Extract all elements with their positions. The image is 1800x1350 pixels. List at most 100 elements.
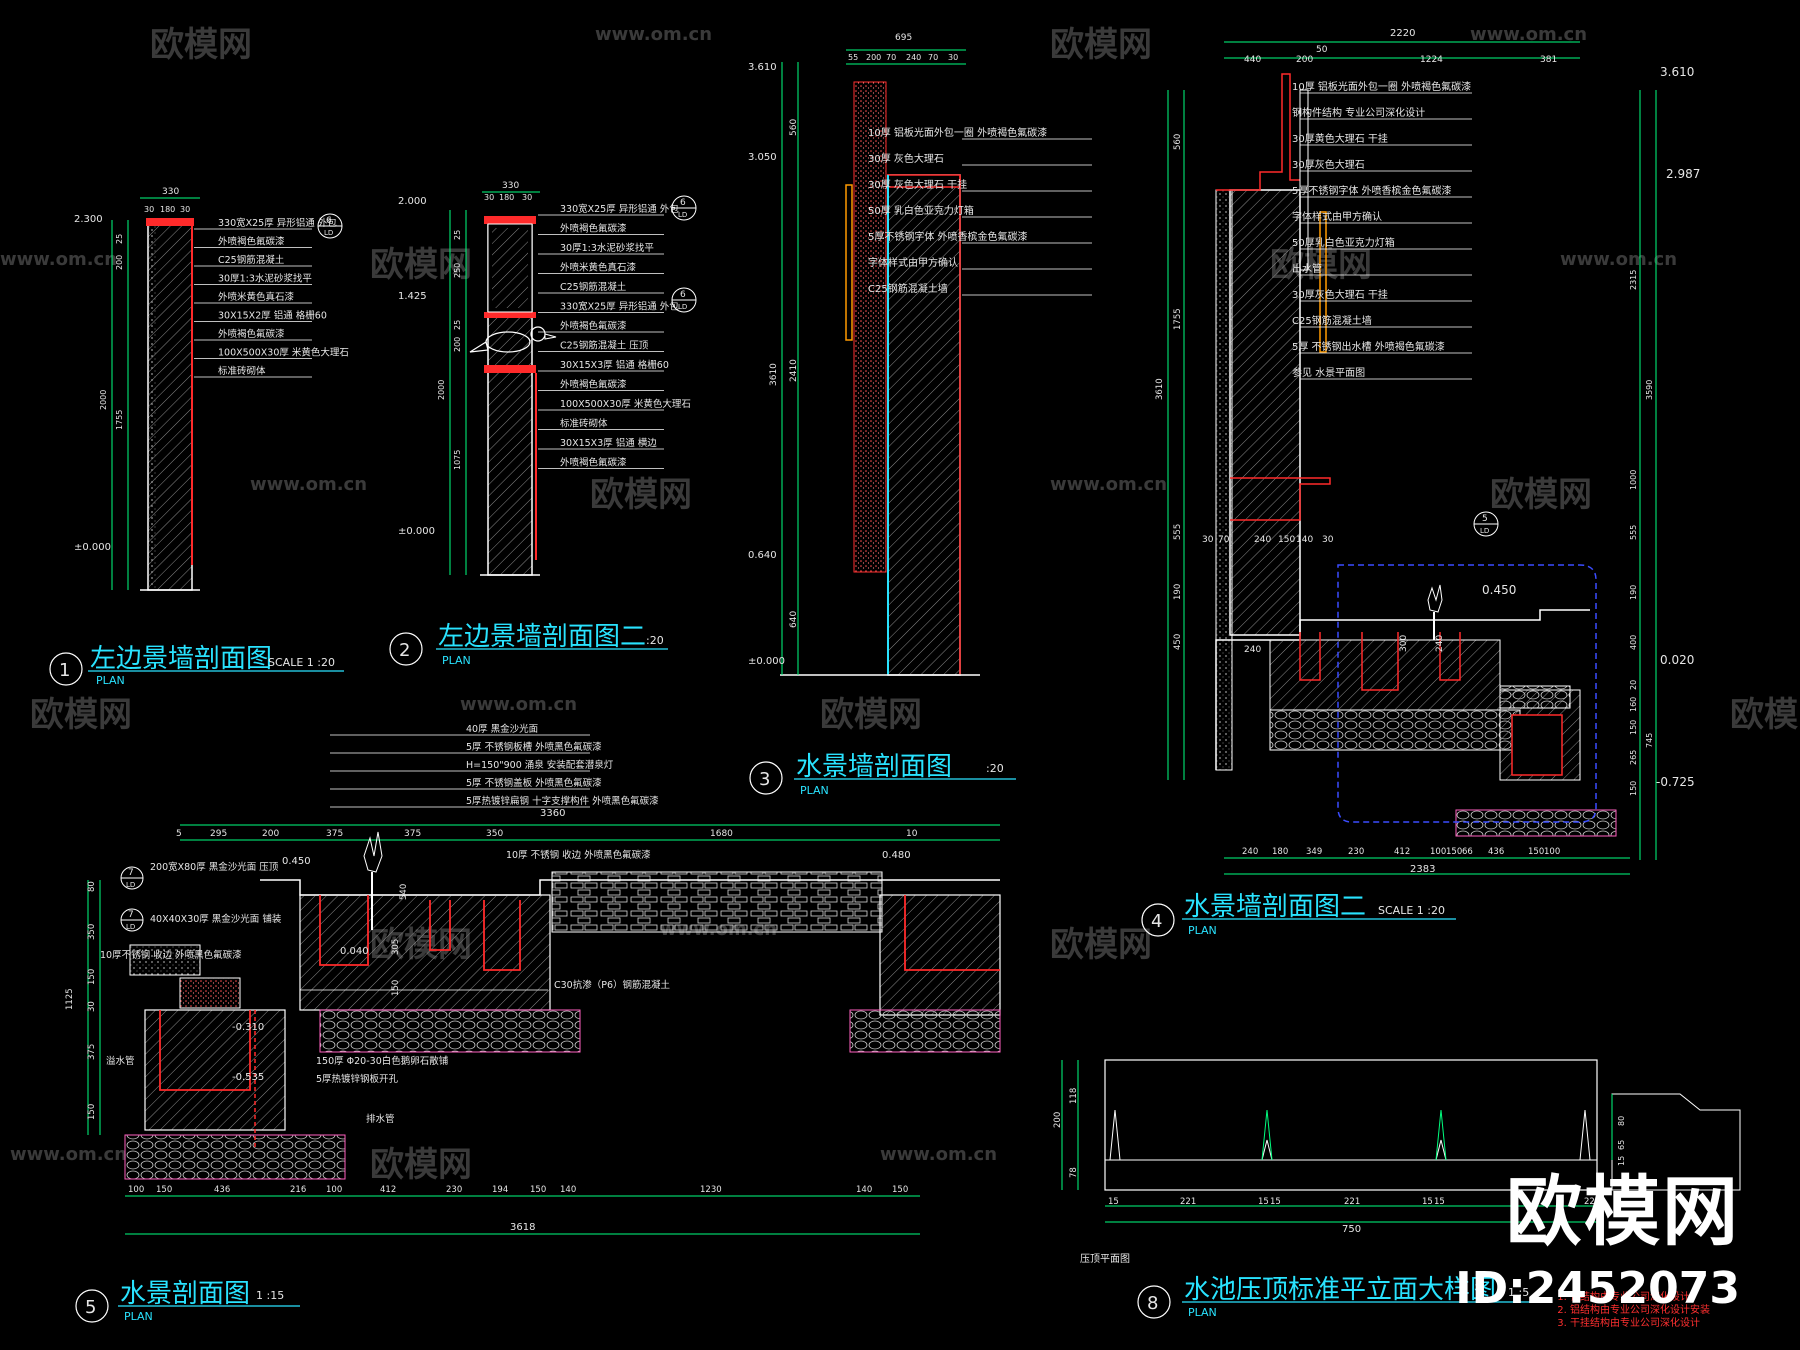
v4-leaders-note-5: 字体样式由甲方确认 <box>1292 210 1382 223</box>
v8-botdim-2: 15 <box>1258 1197 1269 1207</box>
v8-leftdim-0: 200 <box>1053 1112 1063 1128</box>
v5-channels <box>319 895 521 971</box>
v4-middim-4: 140 <box>1296 535 1313 545</box>
v5-elev-e: -0.535 <box>232 1072 264 1083</box>
v5-botdim-10: 1230 <box>700 1185 722 1195</box>
v4-rightdim-8: 150 <box>1629 720 1638 735</box>
v4-leftdim-3: 555 <box>1173 524 1183 540</box>
v4-botdim-7: 66 <box>1462 847 1473 857</box>
v1-leader-lines: 330宽X25厚 异形铝通 外包外喷褐色氟碳漆C25钢筋混凝土30厚1:3水泥砂… <box>194 217 349 378</box>
v5-note-11: 5厚热镀锌钢板开孔 <box>316 1073 399 1085</box>
title-1-sub: PLAN <box>96 674 125 687</box>
v2-leaders-note-4: C25钢筋混凝土 <box>560 281 627 293</box>
title-view-5: 5 水景剖面图 1 :15 PLAN <box>75 1279 300 1323</box>
v3-dim-560: 560 <box>789 119 799 136</box>
v3-topdim-3: 240 <box>906 53 921 62</box>
v5-note-5: 10厚 不锈钢 收边 外喷黑色氟碳漆 <box>506 849 651 861</box>
v1-elev-zero: ±0.000 <box>74 542 111 553</box>
v4-topdim-3: 1224 <box>1420 55 1443 65</box>
v1-dim-30b: 30 <box>180 205 190 214</box>
v5-leaders-note-2: H=150"900 涌泉 安装配套潜泉灯 <box>466 759 614 771</box>
v5-botdim-1: 150 <box>156 1185 172 1195</box>
v3-leaders-note-5: 字体样式由甲方确认 <box>868 256 958 269</box>
watermark-layer: 欧模网欧模网欧模网欧模网欧模网欧模网欧模网欧模网欧模网欧模网欧模网欧模网www.… <box>0 24 1800 1185</box>
v4-tag-ld: LD <box>1480 527 1489 535</box>
v2-elev-zero: ±0.000 <box>398 526 435 537</box>
v2-cap-mid <box>484 312 536 318</box>
v2-leaders-note-8: 30X15X3厚 铝通 格栅60 <box>560 359 669 371</box>
title-3-scale: :20 <box>986 762 1004 775</box>
v5-topdim-6: 1680 <box>710 829 733 839</box>
v4-botdim-8: 436 <box>1488 847 1504 857</box>
v5-note-9: C30抗渗（P6）钢筋混凝土 <box>554 979 670 991</box>
title-view-1: 1 左边景墙剖面图 SCALE 1 :20 PLAN <box>49 644 344 687</box>
v3-elev-a: 3.610 <box>748 62 777 73</box>
v5-gravel-bed <box>319 1009 581 1053</box>
watermark-url-7: www.om.cn <box>10 1144 127 1165</box>
v3-topdim-5: 30 <box>948 53 958 62</box>
v2-band <box>484 365 536 373</box>
v5-note-6: 200宽X80厚 黑金沙光面 压顶 <box>150 861 279 873</box>
v2-leaders-note-7: C25钢筋混凝土 压顶 <box>560 340 649 352</box>
v4-middim-6: 240 <box>1244 645 1261 655</box>
v4-topdim-4: 381 <box>1540 55 1557 65</box>
v5-leaders-note-4: 5厚热镀锌扁钢 十字支撑构件 外喷黑色氟碳漆 <box>466 795 659 807</box>
watermark-logo-10: 欧模网 <box>1050 925 1152 965</box>
v3-leaders-note-6: C25钢筋混凝土墙 <box>868 282 948 295</box>
v4-rightdim-4: 190 <box>1629 585 1638 600</box>
v5-topdim-0: 5 <box>176 829 182 839</box>
title-4-num: 4 <box>1151 911 1162 932</box>
v5-dim-total: 3618 <box>510 1222 535 1233</box>
v1-detail-tag: 6 LD <box>317 213 343 239</box>
v2-bird-sculpture <box>469 326 557 353</box>
v2-dim-180: 180 <box>499 193 514 202</box>
v5-middim-2: 540 <box>399 884 409 900</box>
v1-dim-330: 330 <box>162 187 179 197</box>
v5-leaders-note-1: 5厚 不锈钢板槽 外喷黑色氟碳漆 <box>466 741 602 753</box>
v2-leaders-note-12: 30X15X3厚 铝通 横边 <box>560 437 657 449</box>
v3-elev-d: ±0.000 <box>748 656 785 667</box>
title-5-sub: PLAN <box>124 1310 153 1323</box>
v1-dim-1755: 1755 <box>115 410 124 430</box>
v4-leaders-note-7: 出水管 <box>1292 262 1322 275</box>
v4-detail-tag: 5 LD <box>1473 511 1499 537</box>
v5-elev-a: 0.450 <box>282 856 311 867</box>
v4-rightdim-1: 3590 <box>1645 380 1654 400</box>
v2-leaders-note-13: 外喷褐色氟碳漆 <box>560 457 627 469</box>
v4-rightdim-3: 555 <box>1629 525 1638 540</box>
v4-elev-a: 3.610 <box>1660 65 1694 79</box>
v8-elevation-outline <box>1104 1059 1598 1191</box>
title-5-scale: 1 :15 <box>256 1289 284 1302</box>
v8-dim-total: 750 <box>1342 1224 1361 1235</box>
v4-leaders-note-11: 参见 水景平面图 <box>1292 366 1365 379</box>
v5-leftdim-3: 150 <box>87 969 97 985</box>
v2-leaders-note-10: 100X500X30厚 米黄色大理石 <box>560 398 691 410</box>
v5-note-13: 排水管 <box>366 1113 395 1125</box>
v5-botdim-7: 194 <box>492 1185 508 1195</box>
v2-tag-ld-b: LD <box>678 303 687 311</box>
v3-leaders-note-3: 50厚 乳白色亚克力灯箱 <box>868 204 974 217</box>
v8-rightdim-0: 80 <box>1617 1116 1626 1126</box>
v5-botdim-2: 436 <box>214 1185 230 1195</box>
v4-rightdim-10: 745 <box>1645 733 1654 748</box>
watermark-logo-6: 欧模网 <box>30 695 132 735</box>
v4-leftdim-5: 450 <box>1173 634 1183 650</box>
v2-dim-2000: 2000 <box>437 380 446 400</box>
v5-leaders-note-3: 5厚 不锈钢盖板 外喷黑色氟碳漆 <box>466 777 602 789</box>
v2-dim-30b: 30 <box>522 193 532 202</box>
title-8-scale: 1 :5 <box>1508 1286 1529 1299</box>
v4-topdim-2: 50 <box>1316 45 1328 55</box>
v8-botdim-3: 15 <box>1270 1197 1281 1207</box>
v4-lightbox <box>1319 211 1327 353</box>
v3-leaders-note-0: 10厚 铝板光面外包一圈 外喷褐色氟碳漆 <box>868 126 1047 139</box>
v1-leaders-note-6: 外喷褐色氟碳漆 <box>218 328 285 340</box>
v2-dim-1075: 1075 <box>453 450 462 470</box>
v8-botdim-1: 221 <box>1180 1197 1196 1207</box>
watermark-url-3: www.om.cn <box>1560 249 1677 270</box>
